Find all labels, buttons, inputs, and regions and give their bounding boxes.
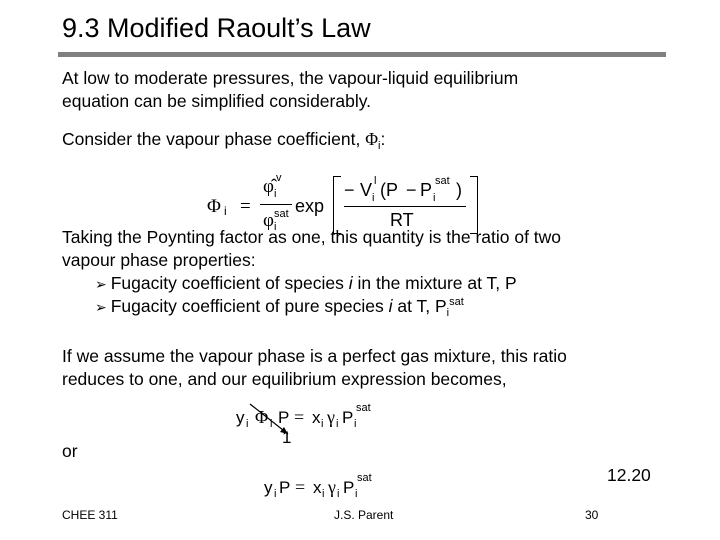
paragraph-4-line-1: If we assume the vapour phase is a perfe… <box>62 346 567 366</box>
paragraph-4-line-2: reduces to one, and our equilibrium expr… <box>62 369 507 389</box>
eq1-den-phi: φ <box>263 210 274 231</box>
bullet-item-2: ➢Fugacity coefficient of pure species i … <box>95 295 464 321</box>
eq1-den-sup: sat <box>274 208 289 220</box>
bullet-2-sup: sat <box>449 296 464 308</box>
bullet-arrow-icon: ➢ <box>95 276 107 292</box>
paragraph-1-line-1: At low to moderate pressures, the vapour… <box>62 68 519 88</box>
eq1-num-sub: i <box>274 188 277 200</box>
footer-course: CHEE 311 <box>62 508 118 522</box>
bullet-2-sub: i <box>446 307 450 319</box>
equation-number: 12.20 <box>607 465 651 485</box>
equation-poynting: Φ i = φ̂ i v φ i sat exp − V i l (P − P … <box>200 168 490 238</box>
eq3-P: P <box>279 478 291 497</box>
strike-arrow-icon <box>249 403 289 435</box>
phi-symbol: Φ <box>365 129 378 149</box>
eq1-den-sub: i <box>274 221 277 233</box>
footer-author: J.S. Parent <box>334 508 394 522</box>
eq3-equals: = <box>295 477 306 497</box>
bullet-1-end: in the mixture at T, P <box>352 273 517 293</box>
eq3-y-sub: i <box>274 488 277 500</box>
title-divider <box>58 52 666 57</box>
bullet-2-text: Fugacity coefficient of pure species <box>110 296 389 316</box>
eq2-one: 1 <box>282 428 292 447</box>
eq3-y: y <box>264 478 273 497</box>
eq1-fraction-bar <box>260 204 292 205</box>
eq1-right-bracket <box>470 176 478 234</box>
bullet-item-1: ➢Fugacity coefficient of species i in th… <box>95 272 517 296</box>
eq2-gamma-sub: i <box>336 418 339 430</box>
equation-raoult-simplified: y i P = x i γ i P i sat <box>258 472 388 502</box>
or-text: or <box>62 441 78 461</box>
eq1-exp-P-sub: i <box>433 192 436 204</box>
eq1-exp-den-RT: RT <box>390 210 414 230</box>
eq2-x-sub: i <box>321 418 324 430</box>
bullet-1-text: Fugacity coefficient of species <box>110 273 349 293</box>
eq1-exp-minus: − <box>344 180 355 200</box>
footer-page-number: 30 <box>585 508 599 522</box>
equation-modified-raoult: y i Φ i P = x i γ i P i sat 1 <box>228 400 388 448</box>
eq3-Psat: P <box>343 478 355 497</box>
slide-title: 9.3 Modified Raoult’s Law <box>62 13 371 43</box>
eq1-left-bracket <box>333 176 341 234</box>
paragraph-3-line-1: Taking the Poynting factor as one, this … <box>62 227 562 247</box>
paragraph-3-line-2: vapour phase properties: <box>62 250 256 270</box>
eq2-phi: Φ <box>255 407 269 427</box>
eq2-y-sub: i <box>246 418 249 430</box>
paragraph-2: Consider the vapour phase coefficient, Φ… <box>62 128 385 154</box>
eq3-gamma: γ <box>328 477 336 497</box>
eq2-Psat: P <box>342 408 354 427</box>
eq3-Psat-sub: i <box>355 488 358 500</box>
eq1-exp-fraction-bar <box>344 206 466 207</box>
eq3-gamma-sub: i <box>337 488 340 500</box>
paragraph-2-text: Consider the vapour phase coefficient, <box>62 129 366 149</box>
eq1-num-phi-hat: φ̂ <box>263 176 274 197</box>
phi-subscript: i <box>378 140 381 152</box>
eq1-exp-close: ) <box>456 180 462 200</box>
eq1-exp-minus-2: − <box>406 180 417 200</box>
eq2-y: y <box>236 408 245 427</box>
bullet-2-italic: i <box>388 296 393 316</box>
eq3-x: x <box>313 478 322 497</box>
paragraph-2-colon: : <box>380 129 386 149</box>
eq3-Psat-sup: sat <box>357 472 372 484</box>
eq2-P: P <box>278 408 290 427</box>
eq1-exp-P: P <box>420 180 433 200</box>
eq1-lhs-sub: i <box>224 204 227 218</box>
eq2-x: x <box>312 408 321 427</box>
eq1-exp-open-P: (P <box>380 180 398 200</box>
paragraph-1-line-2: equation can be simplified considerably. <box>62 91 372 111</box>
eq1-exp-V: V <box>360 180 373 200</box>
eq1-num-sup: v <box>276 172 282 184</box>
eq2-phi-sub: i <box>270 418 273 430</box>
eq2-Psat-sup: sat <box>356 402 371 414</box>
eq2-Psat-sub: i <box>354 418 357 430</box>
bullet-2-end: at T, P <box>392 296 447 316</box>
eq1-equals: = <box>240 196 251 217</box>
eq2-gamma: γ <box>327 407 335 427</box>
eq1-exp-V-sub: i <box>372 192 375 204</box>
eq1-lhs-phi: Φ <box>207 196 221 217</box>
eq1-exp-V-sup: l <box>374 175 377 187</box>
eq1-exp: exp <box>295 196 325 216</box>
eq3-x-sub: i <box>322 488 325 500</box>
eq2-equals: = <box>294 407 305 427</box>
eq1-exp-P-sup: sat <box>435 175 450 187</box>
bullet-arrow-icon: ➢ <box>95 299 107 315</box>
bullet-1-italic: i <box>348 273 353 293</box>
